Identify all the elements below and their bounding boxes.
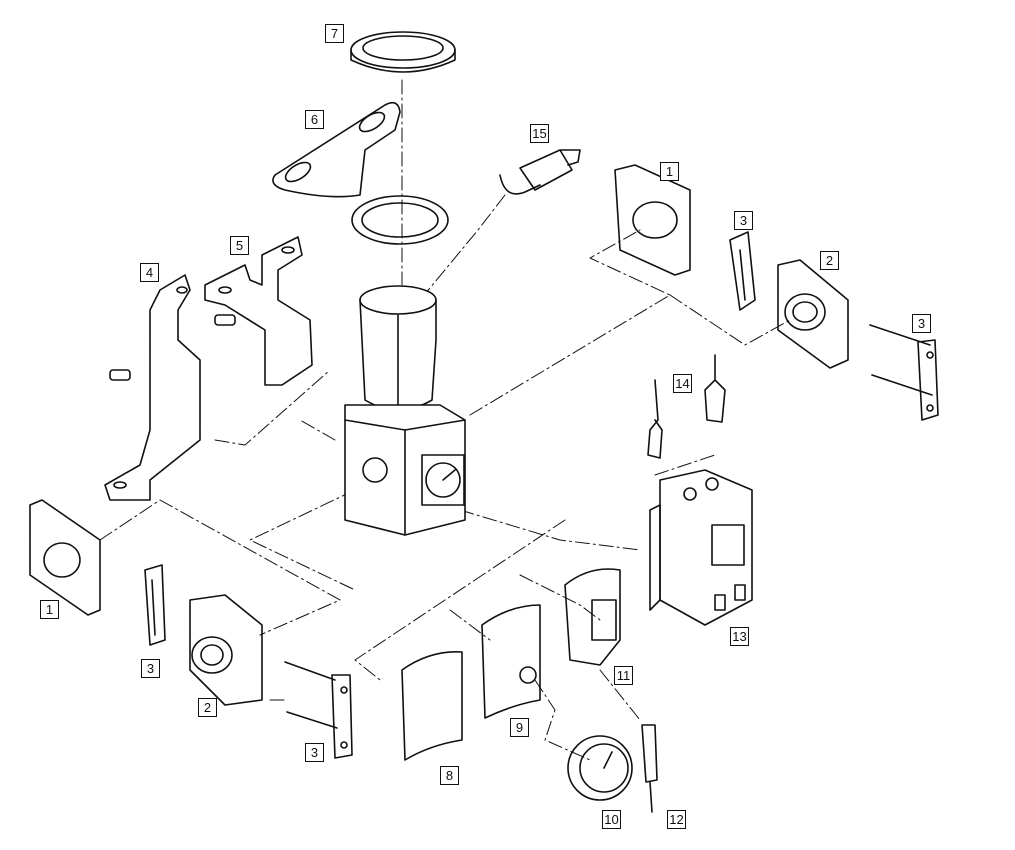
sensor-cables-part <box>647 354 726 459</box>
leader-lines <box>99 79 791 761</box>
callout-5: 5 <box>230 236 249 255</box>
pressure-sensor-box-part <box>649 469 753 626</box>
clip-top-part <box>729 231 756 311</box>
flange-left-part <box>189 594 263 706</box>
callout-3-right: 3 <box>912 314 931 333</box>
wall-bracket-left-part <box>104 274 201 501</box>
callout-8: 8 <box>440 766 459 785</box>
callout-12: 12 <box>667 810 686 829</box>
clip-left-part <box>144 564 166 646</box>
cover-plate-left-part <box>29 499 101 616</box>
pressure-regulator-body <box>344 285 466 536</box>
callout-2-top: 2 <box>820 251 839 270</box>
callout-3-bottom: 3 <box>305 743 324 762</box>
callout-4: 4 <box>140 263 159 282</box>
cover-plate-top-part <box>614 164 691 276</box>
callout-9: 9 <box>510 718 529 737</box>
mounting-bracket-part <box>272 101 449 245</box>
callout-1-top: 1 <box>660 162 679 181</box>
callout-10: 10 <box>602 810 621 829</box>
callout-1-left: 1 <box>40 600 59 619</box>
callout-2-left: 2 <box>198 698 217 717</box>
blank-cover-part <box>401 651 463 761</box>
connector-cable-part <box>641 724 658 813</box>
lock-ring-part <box>350 31 456 73</box>
wall-bracket-right-part <box>204 236 313 386</box>
gauge-adapter-part <box>481 604 541 719</box>
clamp-right-part <box>869 324 939 421</box>
padlock-part <box>499 149 581 195</box>
flange-top-part <box>777 259 849 369</box>
callout-14: 14 <box>673 374 692 393</box>
callout-6: 6 <box>305 110 324 129</box>
callout-15: 15 <box>530 124 549 143</box>
pressure-gauge-part <box>567 735 633 801</box>
callout-11: 11 <box>614 666 633 685</box>
sensor-housing-part <box>564 568 621 666</box>
callout-7: 7 <box>325 24 344 43</box>
callout-3-top: 3 <box>734 211 753 230</box>
callout-13: 13 <box>730 627 749 646</box>
callout-3-left: 3 <box>141 659 160 678</box>
clamp-bottom-part <box>284 661 353 759</box>
